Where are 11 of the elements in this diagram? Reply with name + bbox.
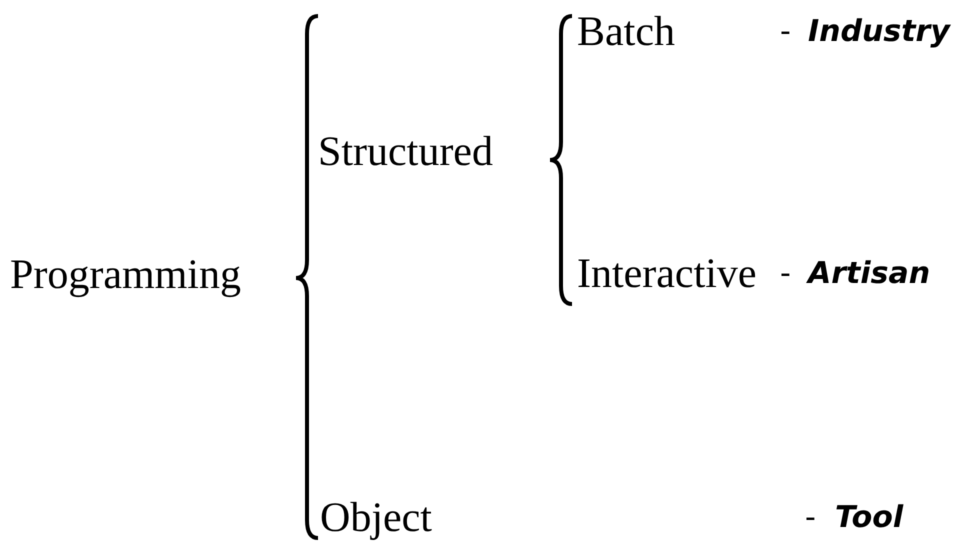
category-label: Programming [10, 254, 241, 296]
category-label: Interactive [577, 253, 757, 295]
category-label: Batch [577, 11, 675, 53]
role-label: Artisan [808, 259, 930, 289]
role-label: Industry [808, 17, 950, 47]
category-label: Structured [318, 131, 493, 173]
role-label: Tool [835, 503, 904, 533]
dash-text: - [780, 17, 791, 47]
category-label: Object [320, 497, 432, 539]
dash-text: - [805, 503, 816, 533]
dash-text: - [780, 259, 791, 289]
